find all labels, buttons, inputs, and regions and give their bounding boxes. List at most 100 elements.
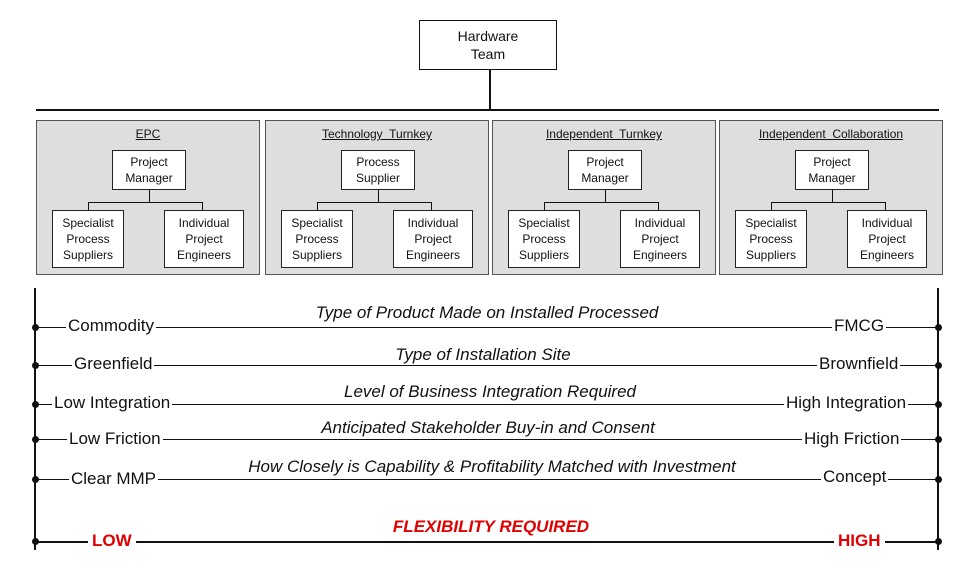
scale-line [36,327,936,328]
scale-title: Anticipated Stakeholder Buy-in and Conse… [321,418,655,437]
right-node-line1: Individual [634,216,686,230]
connector [88,202,89,210]
connector [605,190,606,202]
right-node-line1: Individual [861,216,913,230]
connector [149,190,150,202]
connector [885,202,886,210]
scale-left-label: Low Friction [67,429,163,449]
right-node-line2: Project [868,232,906,246]
scale-right-label: High Integration [784,393,909,413]
right-node-line3: Engineers [859,248,915,262]
right-node-line3: Engineers [176,248,232,262]
top-node-line1: Project [586,155,624,169]
panel-title: Technology Turnkey [321,127,433,141]
left-node-line2: Process [66,232,110,246]
left-node-line1: Specialist [291,216,343,230]
right-node-line2: Project [185,232,223,246]
top-node-line1: Process [356,155,400,169]
scale-line [36,479,936,480]
connector [771,202,885,203]
left-node-line3: Suppliers [745,248,796,262]
connector [832,190,833,202]
scale-left-label: Greenfield [72,354,155,374]
top-node-line2: Manager [808,171,856,185]
panel-title: Independent Turnkey [545,127,663,141]
scale-right-label: Brownfield [817,354,901,374]
connector [544,202,658,203]
panel-title: Independent Collaboration [758,127,904,141]
scale-dot-left [32,362,39,369]
scale-dot-right [935,362,942,369]
left-node-line1: Specialist [745,216,797,230]
left-rail [34,288,36,550]
left-node-line2: Process [522,232,566,246]
connector [431,202,432,210]
scale-dot-left [32,324,39,331]
top-node-line2: Manager [125,171,173,185]
right-node-line3: Engineers [405,248,461,262]
scale-dot-right [935,324,942,331]
left-node-line3: Suppliers [518,248,569,262]
right-node-line2: Project [414,232,452,246]
flexibility-low-label: LOW [88,531,136,551]
scale-left-label: Low Integration [52,393,173,413]
right-node-line3: Engineers [632,248,688,262]
scale-title: Type of Product Made on Installed Proces… [315,303,659,322]
scale-dot-right [935,436,942,443]
scale-line [36,404,936,405]
top-bus-line [36,109,939,111]
right-node-line1: Individual [178,216,230,230]
scale-right-label: Concept [821,467,889,487]
right-node-line2: Project [641,232,679,246]
scale-dot-left [32,401,39,408]
left-node-line3: Suppliers [291,248,342,262]
left-node-line3: Suppliers [62,248,113,262]
scale-right-label: High Friction [802,429,902,449]
scale-dot-left [32,476,39,483]
left-node-line1: Specialist [518,216,570,230]
top-node-line1: Project [130,155,168,169]
connector [88,202,202,203]
connector [658,202,659,210]
root-connector [489,69,491,110]
connector [317,202,318,210]
flexibility-dot-right [935,538,942,545]
connector [202,202,203,210]
flexibility-line [36,541,936,543]
scale-dot-right [935,401,942,408]
top-node-line1: Project [813,155,851,169]
root-node-line1: Hardware [457,28,519,44]
panel-title: EPC [135,127,161,141]
scale-right-label: FMCG [832,316,887,336]
flexibility-dot-left [32,538,39,545]
root-node-line2: Team [470,46,506,62]
scale-dot-right [935,476,942,483]
scale-left-label: Clear MMP [69,469,159,489]
root-node-box: Hardware Team [419,20,557,70]
connector [771,202,772,210]
connector [378,190,379,202]
flexibility-title: FLEXIBILITY REQUIRED [392,517,590,536]
flexibility-high-label: HIGH [834,531,885,551]
left-node-line2: Process [295,232,339,246]
scale-dot-left [32,436,39,443]
right-node-line1: Individual [407,216,459,230]
top-node-line2: Manager [581,171,629,185]
top-node-line2: Supplier [355,171,401,185]
scale-line [36,365,936,366]
connector [317,202,431,203]
